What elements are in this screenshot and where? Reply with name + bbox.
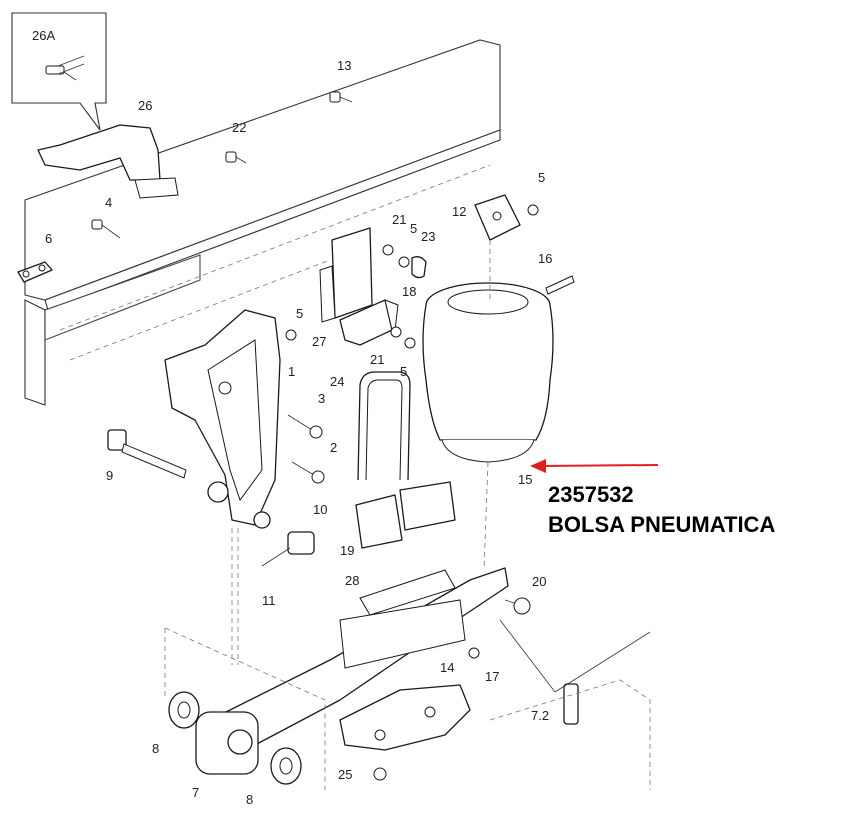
- label-4: 4: [105, 195, 112, 210]
- label-6: 6: [45, 231, 52, 246]
- part-7-trailing-arm: [195, 567, 509, 775]
- part-72-pin: [563, 683, 579, 725]
- label-17: 17: [485, 669, 499, 684]
- nut-5-left: [285, 329, 297, 341]
- washer-8-right: [270, 747, 302, 785]
- label-10: 10: [313, 502, 327, 517]
- label-20: 20: [532, 574, 546, 589]
- label-1: 1: [288, 364, 295, 379]
- callout-description: BOLSA PNEUMATICA: [548, 512, 775, 537]
- label-16: 16: [538, 251, 552, 266]
- bolt-4: [91, 219, 121, 239]
- part-26-bracket: [37, 124, 179, 199]
- label-5-lower: 5: [400, 364, 407, 379]
- label-8-left: 8: [152, 741, 159, 756]
- part-11-cotter-pin: [261, 547, 291, 567]
- label-7-2: 7.2: [531, 708, 549, 723]
- part-19-axle-seat: [355, 481, 456, 549]
- bolt-pair-26a: [45, 55, 85, 81]
- label-19: 19: [340, 543, 354, 558]
- bolt-2: [291, 461, 325, 484]
- label-26: 26: [138, 98, 152, 113]
- label-7: 7: [192, 785, 199, 800]
- red-leader-arrow: [530, 459, 659, 473]
- bolt-9: [107, 429, 187, 479]
- nut-17: [468, 647, 480, 659]
- label-23: 23: [421, 229, 435, 244]
- label-14: 14: [440, 660, 454, 675]
- bolt-22: [225, 151, 247, 164]
- part-14-bracket: [339, 684, 471, 751]
- label-21-top: 21: [392, 212, 406, 227]
- label-25: 25: [338, 767, 352, 782]
- label-22: 22: [232, 120, 246, 135]
- part-10-castle-nut: [287, 531, 315, 555]
- label-26a: 26A: [32, 28, 55, 43]
- label-15: 15: [518, 472, 532, 487]
- fasteners-21-5-23: [382, 244, 427, 279]
- label-5-hanger: 5: [296, 306, 303, 321]
- guide-lines: [231, 528, 239, 665]
- part-24-u-bolt: [357, 371, 411, 481]
- label-11: 11: [262, 593, 276, 608]
- washer-8-left: [168, 691, 200, 729]
- label-13: 13: [337, 58, 351, 73]
- label-3: 3: [318, 391, 325, 406]
- label-21-lower: 21: [370, 352, 384, 367]
- part-28-shim: [359, 569, 456, 616]
- label-8-right: 8: [246, 792, 253, 807]
- label-9: 9: [106, 468, 113, 483]
- nut-25: [373, 767, 387, 781]
- label-28: 28: [345, 573, 359, 588]
- part-6-plate: [17, 261, 53, 283]
- part-1-hanger: [164, 309, 281, 529]
- label-5-top: 5: [538, 170, 545, 185]
- callout-part-number: 2357532: [548, 482, 634, 507]
- bolt-13: [329, 91, 353, 103]
- bolt-3: [287, 414, 323, 439]
- detail-inset-26a: [11, 12, 107, 131]
- label-27: 27: [312, 334, 326, 349]
- label-5-mid: 5: [410, 221, 417, 236]
- nut-21-5-right: [390, 326, 416, 349]
- air-spring-bellows-15: [422, 240, 554, 571]
- part-27-bracket: [319, 227, 373, 323]
- part-16-fitting: [545, 275, 575, 295]
- label-18: 18: [402, 284, 416, 299]
- chassis-frame-rail: [24, 39, 501, 406]
- label-2: 2: [330, 440, 337, 455]
- axle-outline: [164, 619, 651, 790]
- label-24: 24: [330, 374, 344, 389]
- label-12: 12: [452, 204, 466, 219]
- bolt-20: [504, 597, 531, 615]
- part-12-upper-mount: [474, 194, 539, 241]
